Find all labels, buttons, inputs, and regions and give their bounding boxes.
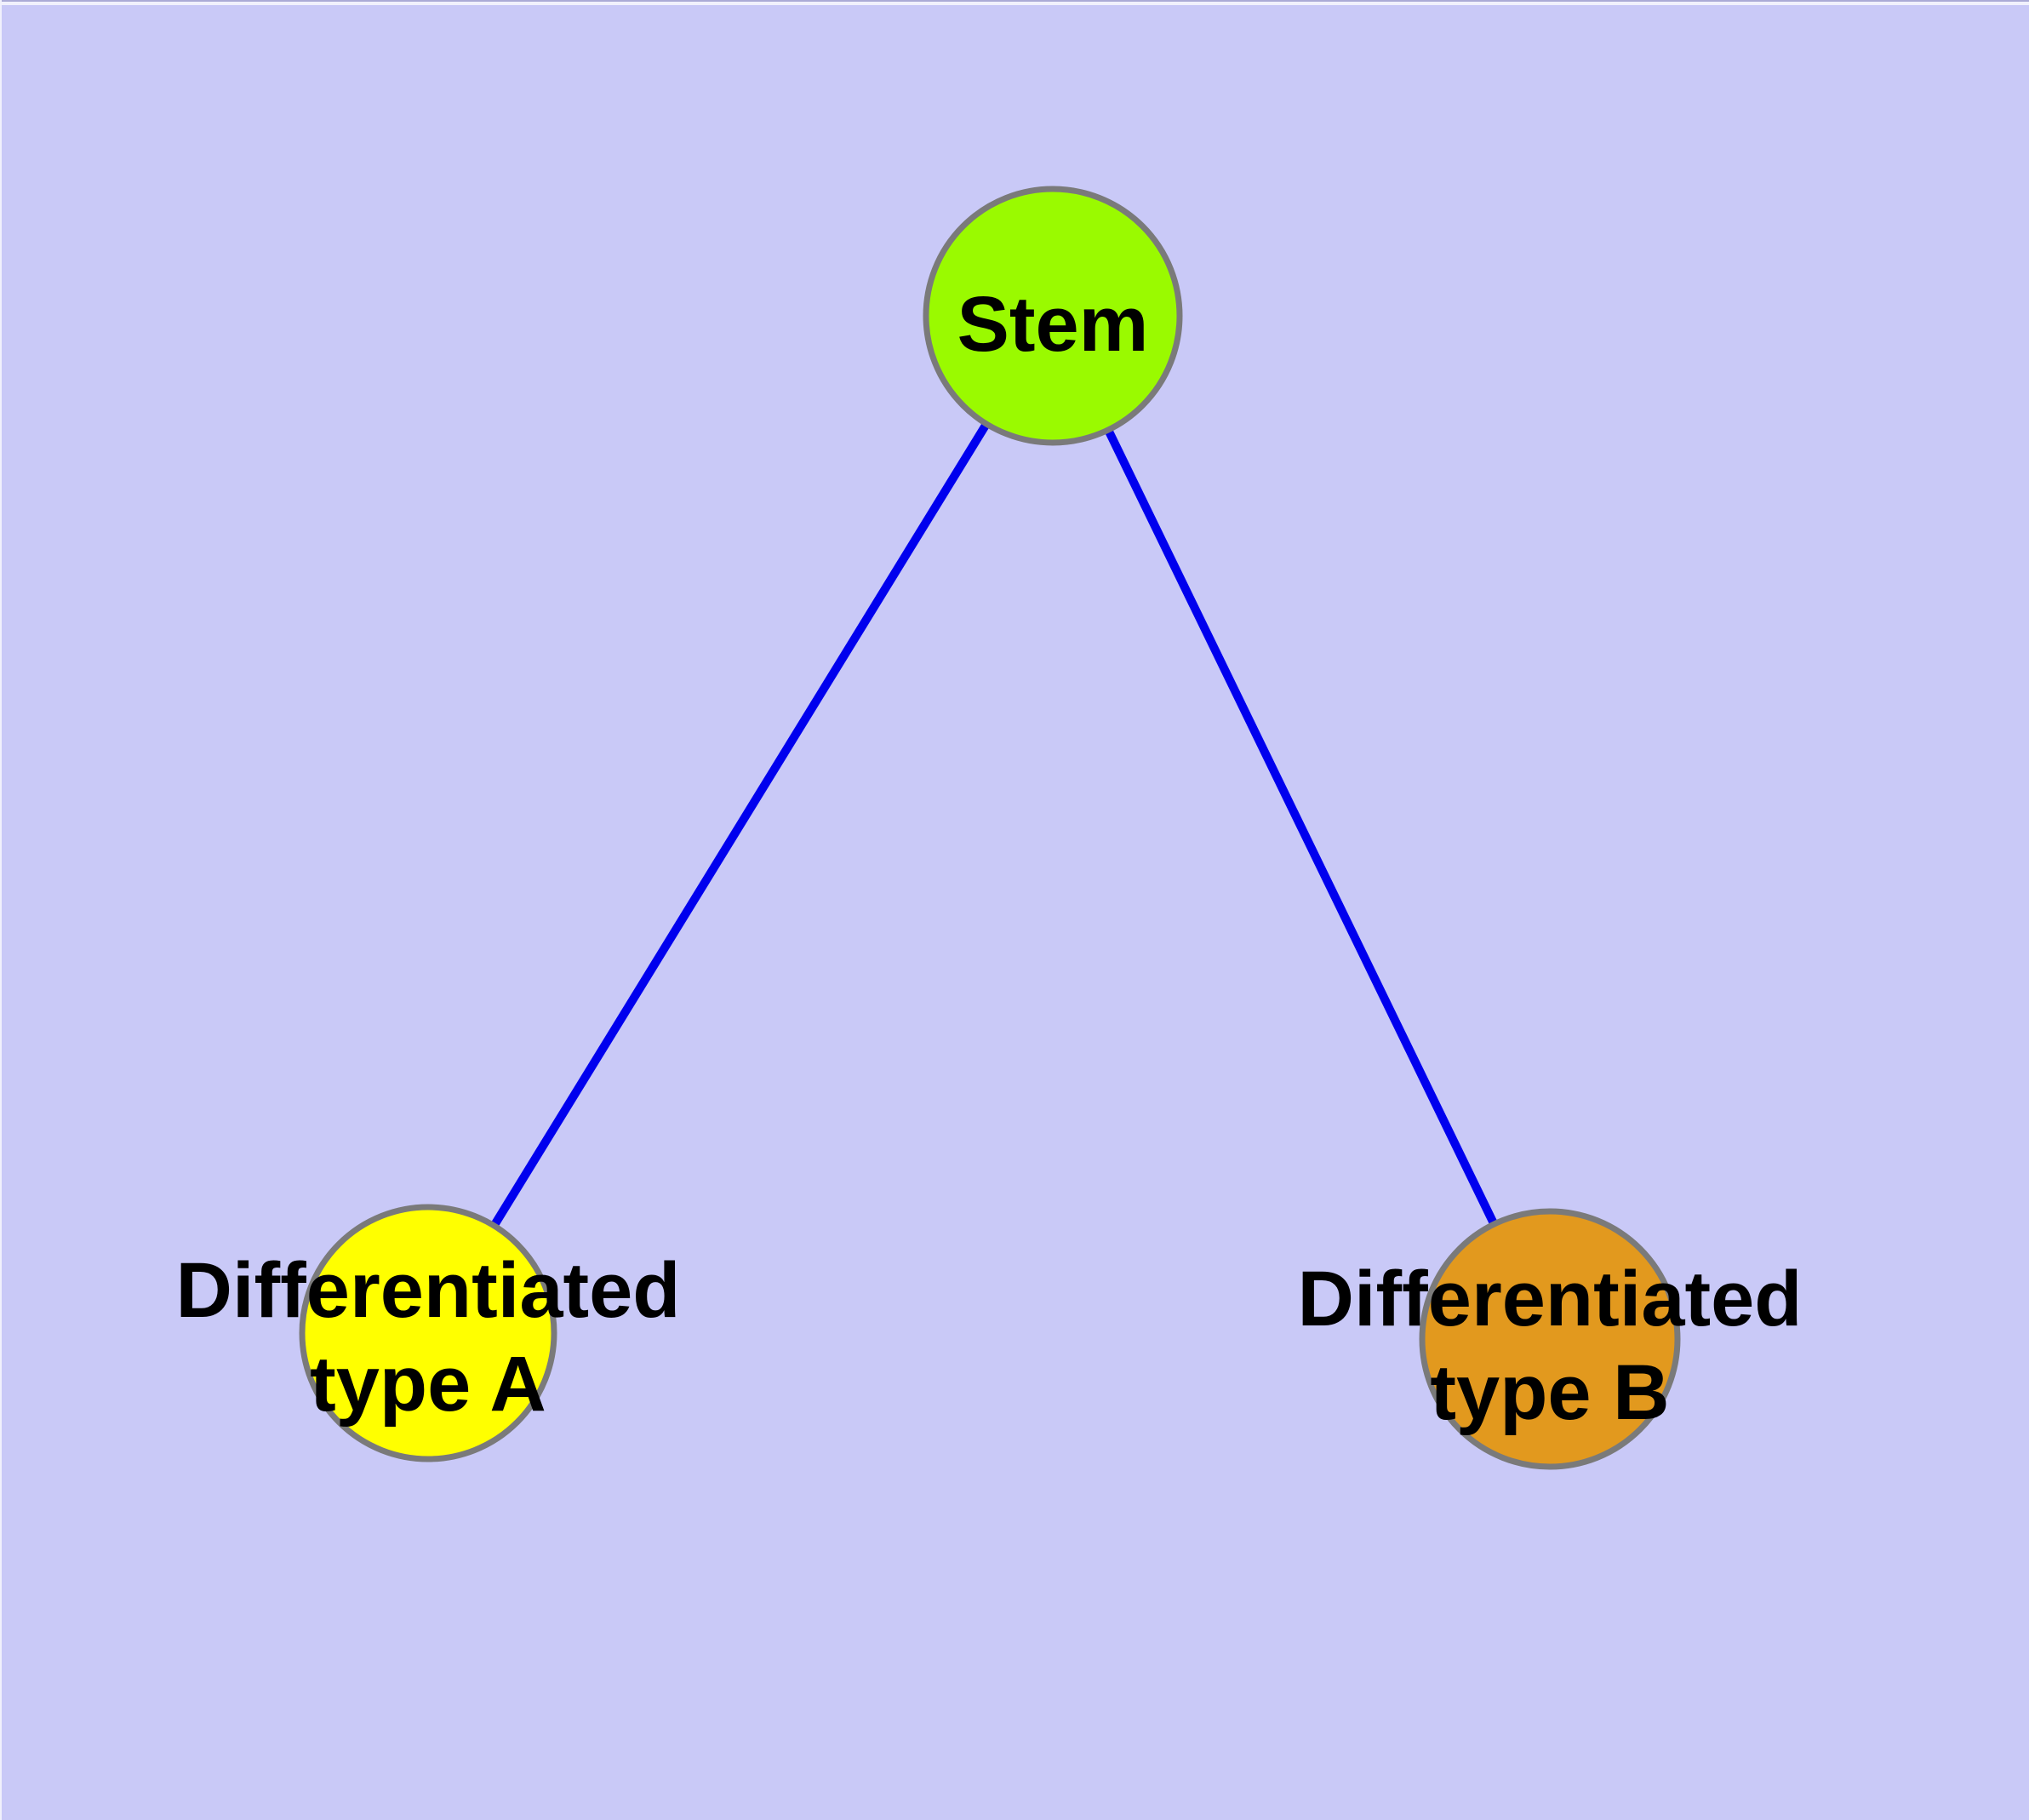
- top-edge-line: [0, 0, 2029, 2]
- node-stem-label: Stem: [957, 281, 1149, 368]
- node-differentiated-type-b-label-line1: Differentiated: [1298, 1256, 1803, 1342]
- label-layer: Stem Differentiated type A Differentiate…: [176, 281, 1803, 1436]
- node-stem-circle: [923, 186, 1183, 446]
- node-differentiated-type-a-label-line2: type A: [310, 1341, 546, 1428]
- node-differentiated-type-a-circle: [299, 1204, 557, 1462]
- left-edge-highlight: [0, 0, 2, 1820]
- node-differentiated-type-b-label-line2: type B: [1430, 1349, 1669, 1436]
- node-layer: [299, 186, 1681, 1470]
- node-differentiated-type-b-circle: [1419, 1208, 1681, 1470]
- edge-stem-to-type-b: [1049, 313, 1554, 1342]
- node-differentiated-type-a-label-line1: Differentiated: [176, 1247, 681, 1334]
- edge-stem-to-type-a: [424, 313, 1057, 1336]
- edge-layer: [424, 313, 1554, 1342]
- top-edge-highlight: [0, 2, 2029, 5]
